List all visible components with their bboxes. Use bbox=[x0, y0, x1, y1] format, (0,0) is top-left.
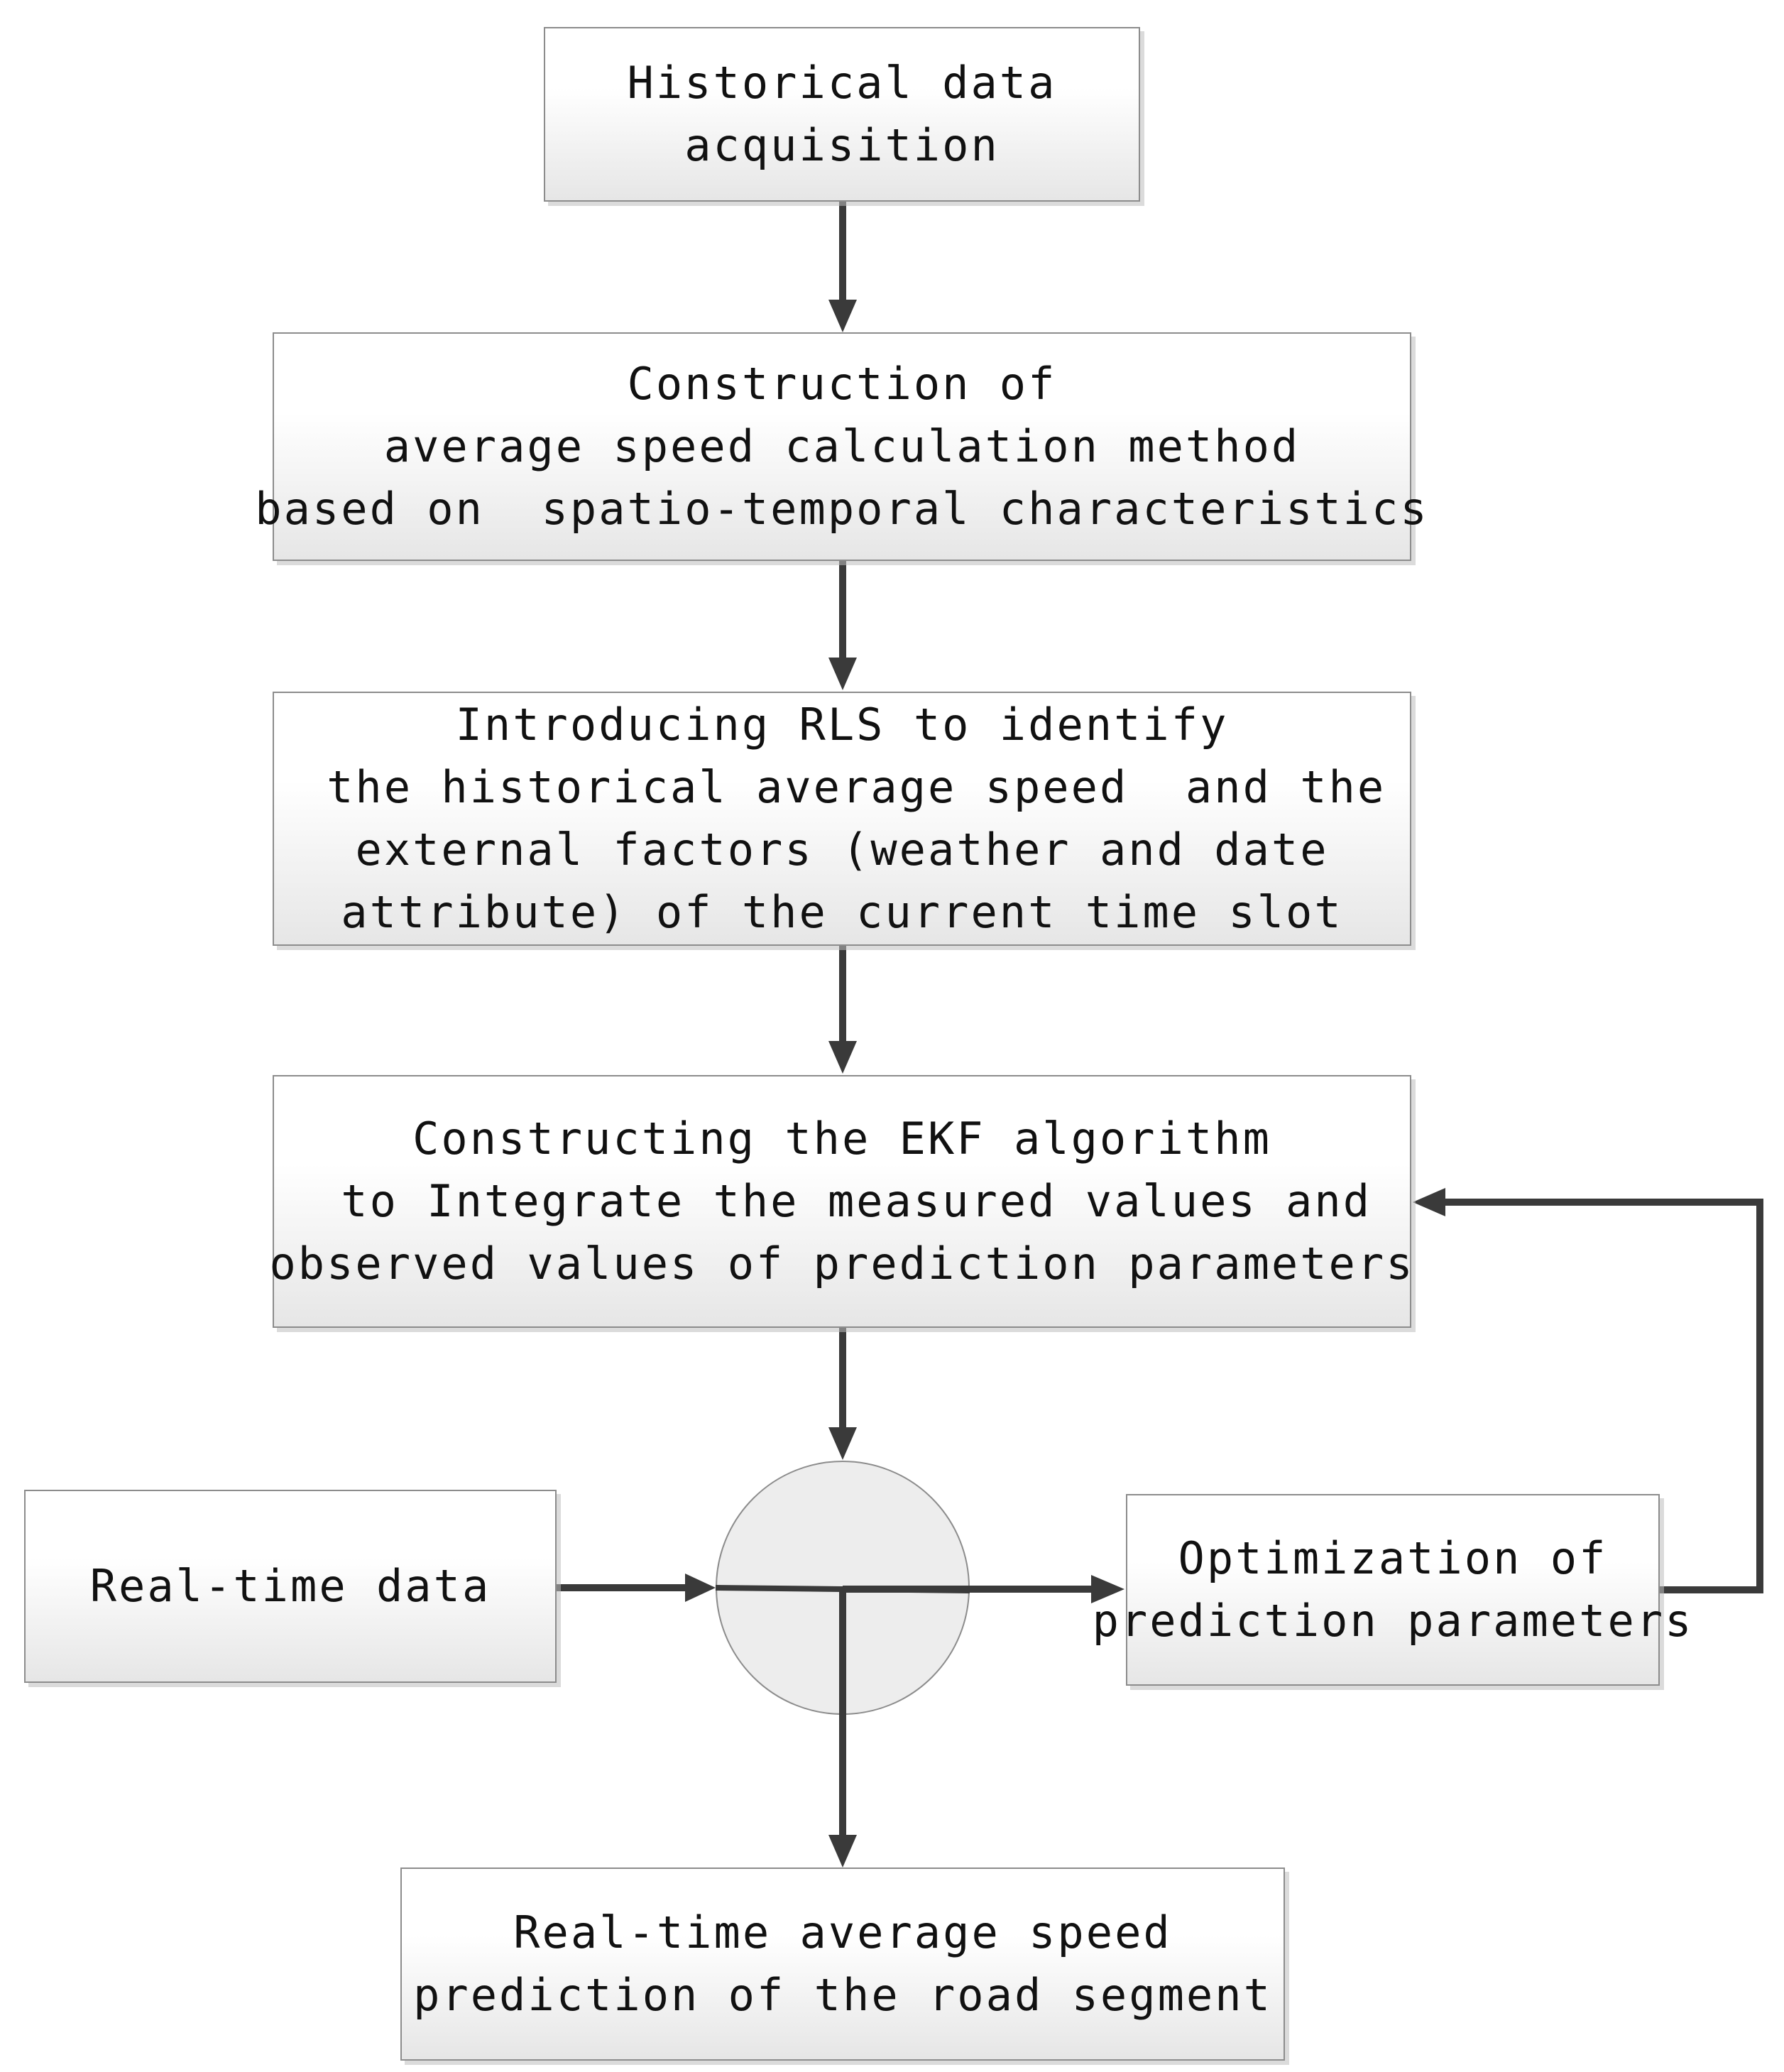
realtime-data-box: Real-time data bbox=[24, 1490, 557, 1683]
speed-calculation-method-label: Construction of average speed calculatio… bbox=[255, 358, 1429, 535]
arrow-rls-to-ekf bbox=[828, 944, 857, 1074]
arrow-historical-to-construction bbox=[828, 200, 857, 332]
historical-data-box: Historical data acquisition bbox=[544, 27, 1140, 202]
historical-data-label: Historical data acquisition bbox=[627, 57, 1057, 171]
speed-prediction-label: Real-time average speed prediction of th… bbox=[413, 1907, 1272, 2021]
realtime-data-label: Real-time data bbox=[89, 1560, 491, 1612]
arrow-realtime-to-junction bbox=[556, 1574, 716, 1602]
summing-junction-horizontal-line bbox=[715, 1585, 970, 1593]
parameter-optimization-box: Optimization of prediction parameters bbox=[1093, 1494, 1691, 1686]
ekf-algorithm-box: Constructing the EKF algorithm to Integr… bbox=[269, 1075, 1413, 1328]
rls-identification-label: Introducing RLS to identify the historic… bbox=[327, 699, 1386, 938]
arrow-construction-to-rls bbox=[828, 561, 857, 690]
arrow-junction-to-prediction bbox=[828, 1588, 857, 1867]
speed-prediction-box: Real-time average speed prediction of th… bbox=[400, 1867, 1285, 2061]
rls-identification-box: Introducing RLS to identify the historic… bbox=[273, 692, 1411, 946]
arrow-ekf-to-junction bbox=[828, 1328, 857, 1460]
parameter-optimization-label: Optimization of prediction parameters bbox=[1092, 1532, 1694, 1647]
speed-calculation-method-box: Construction of average speed calculatio… bbox=[255, 332, 1427, 561]
arrow-optimization-feedback-to-ekf bbox=[1413, 1188, 1763, 1593]
ekf-algorithm-label: Constructing the EKF algorithm to Integr… bbox=[269, 1113, 1415, 1289]
